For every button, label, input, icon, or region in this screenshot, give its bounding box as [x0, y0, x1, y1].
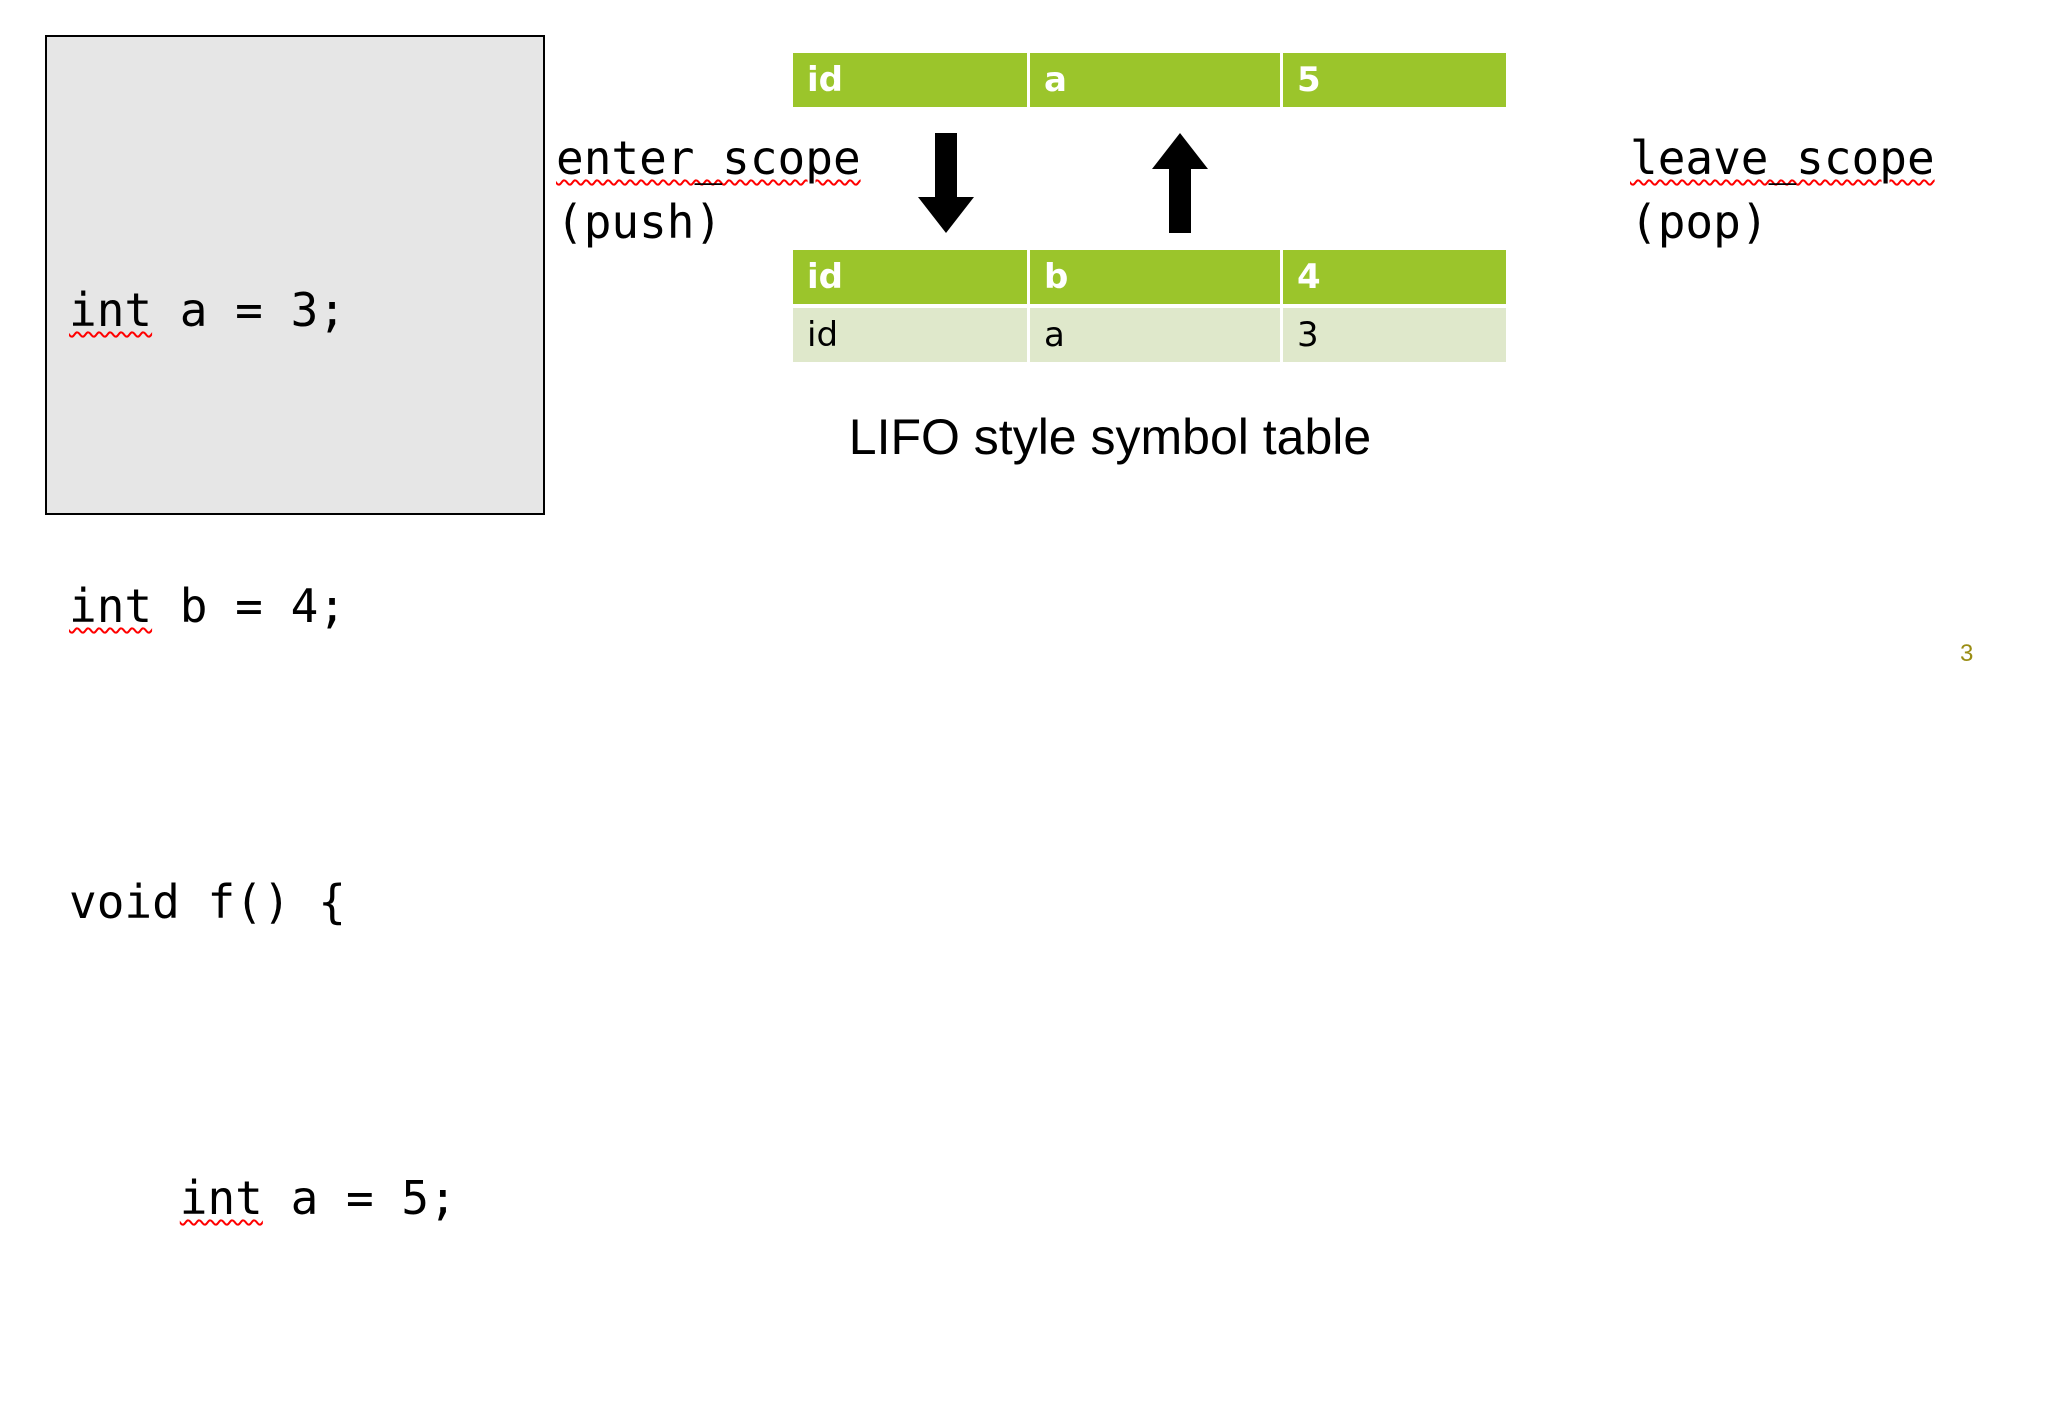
code-line-4-text: a = 5; — [262, 1171, 457, 1225]
code-keyword-int: int — [179, 1171, 263, 1225]
symbol-table-top: id a 5 — [790, 49, 1509, 111]
cell-id: id — [793, 308, 1027, 362]
cell-name: a — [1030, 308, 1280, 362]
leave-scope-sublabel: (pop) — [1630, 195, 1769, 249]
arrow-up-icon — [1152, 133, 1208, 237]
arrow-down-icon — [918, 133, 974, 237]
cell-id: id — [793, 53, 1027, 107]
table-row: id a 3 — [793, 308, 1506, 362]
page-number: 3 — [1960, 640, 1974, 667]
cell-value: 5 — [1283, 53, 1506, 107]
code-line-4: int a = 5; — [69, 1161, 457, 1235]
code-keyword-int: int — [69, 579, 153, 633]
leave-scope-label: leave_scope — [1630, 131, 1935, 185]
code-line-1: int a = 3; — [69, 273, 457, 347]
code-listing: int a = 3; int b = 4; void f() { int a =… — [69, 51, 457, 1420]
code-line-4-indent — [69, 1171, 180, 1225]
code-keyword-int: int — [69, 283, 153, 337]
table-row: id b 4 — [793, 250, 1506, 304]
code-line-3: void f() { — [69, 865, 457, 939]
code-line-3-text: void f() { — [69, 875, 346, 929]
code-snippet-panel: int a = 3; int b = 4; void f() { int a =… — [45, 35, 545, 1225]
cell-id: id — [793, 250, 1027, 304]
enter-scope-sublabel: (push) — [556, 195, 723, 249]
diagram-caption: LIFO style symbol table — [848, 409, 1372, 465]
cell-value: 3 — [1283, 308, 1506, 362]
cell-value: 4 — [1283, 250, 1506, 304]
leave-scope-annotation: leave_scope (pop) — [1630, 126, 1935, 254]
enter-scope-annotation: enter_scope (push) — [556, 126, 861, 254]
code-line-2: int b = 4; — [69, 569, 457, 643]
cell-name: a — [1030, 53, 1280, 107]
symbol-table-bottom: id b 4 id a 3 — [790, 246, 1509, 366]
table-row: id a 5 — [793, 53, 1506, 107]
code-line-2-text: b = 4; — [152, 579, 346, 633]
code-line-1-text: a = 3; — [152, 283, 346, 337]
enter-scope-label: enter_scope — [556, 131, 861, 185]
cell-name: b — [1030, 250, 1280, 304]
